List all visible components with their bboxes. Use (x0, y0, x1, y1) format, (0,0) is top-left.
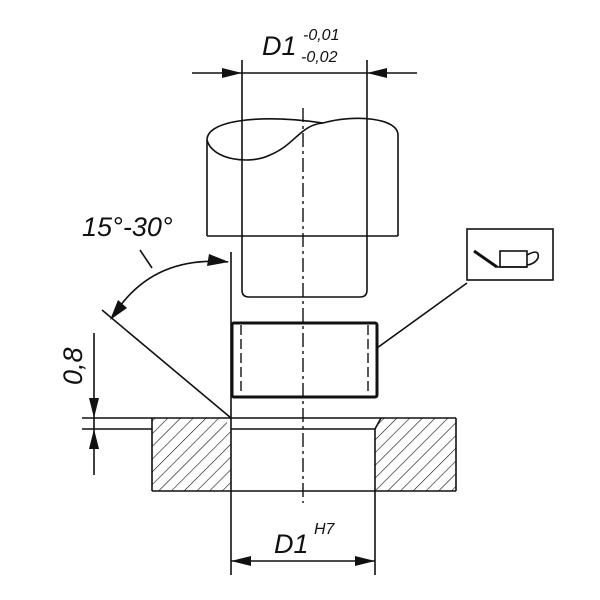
bottom-dimension: D1 H7 (231, 521, 375, 566)
pin (230, 321, 379, 399)
angle-label: 15°-30° (82, 212, 173, 242)
oil-can-icon (376, 228, 554, 349)
depth-label: 0,8 (58, 347, 88, 385)
bottom-dim-fit: H7 (314, 521, 336, 538)
top-dim-lower-tol: -0,02 (301, 49, 338, 66)
angle-dimension: 15°-30° (82, 212, 232, 419)
top-dimension: D1 -0,01 -0,02 (192, 27, 417, 236)
top-dim-base: D1 (262, 31, 297, 61)
plate-section (151, 252, 457, 575)
bottom-dim-base: D1 (274, 529, 309, 559)
top-dim-upper-tol: -0,01 (303, 27, 339, 44)
press-tool (206, 117, 399, 298)
depth-dimension: 0,8 (58, 333, 152, 475)
